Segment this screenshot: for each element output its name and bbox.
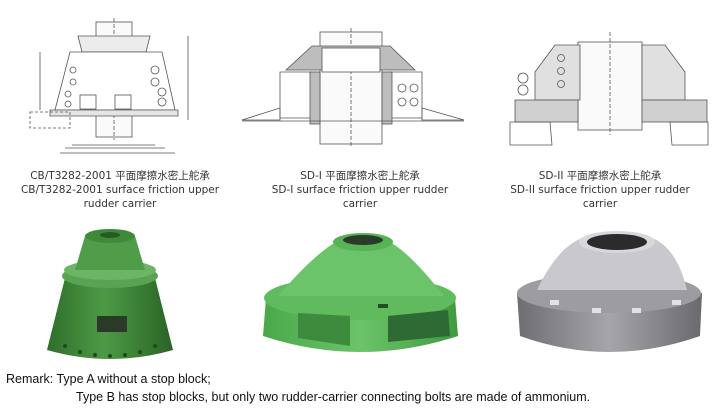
remark-note: Remark: Type A without a stop block; Typ… xyxy=(6,370,590,406)
caption-en: CB/T3282-2001 surface friction upper xyxy=(20,184,220,196)
photo-sd-i xyxy=(258,218,463,368)
technical-drawing-icon xyxy=(509,32,709,146)
caption-cb-t3282: CB/T3282-2001 平面摩擦水密上舵承 CB/T3282-2001 su… xyxy=(0,169,240,211)
caption-en: carrier xyxy=(342,198,378,210)
remark-line-1: Remark: Type A without a stop block; xyxy=(6,372,211,386)
rudder-carrier-photo-icon xyxy=(263,233,458,352)
caption-en: carrier xyxy=(582,198,618,210)
drawing-cb-t3282 xyxy=(0,0,240,160)
caption-en: SD-II surface friction upper rudder xyxy=(510,184,690,196)
rudder-carrier-photo-icon xyxy=(47,229,173,359)
caption-cn: SD-II 平面摩擦水密上舵承 xyxy=(538,170,662,182)
technical-drawing-icon xyxy=(241,28,465,148)
caption-sd-ii: SD-II 平面摩擦水密上舵承 SD-II surface friction u… xyxy=(480,169,719,211)
caption-sd-i: SD-I 平面摩擦水密上舵承 SD-I surface friction upp… xyxy=(240,169,480,211)
caption-en: rudder carrier xyxy=(83,198,157,210)
technical-drawing-icon xyxy=(29,18,189,154)
photo-cb-t3282 xyxy=(35,218,185,368)
caption-en: SD-I surface friction upper rudder xyxy=(271,184,449,196)
caption-cn: SD-I 平面摩擦水密上舵承 xyxy=(300,170,420,182)
drawing-sd-ii xyxy=(480,0,719,160)
remark-line-2: Type B has stop blocks, but only two rud… xyxy=(76,390,591,404)
drawing-sd-i xyxy=(240,0,480,160)
rudder-carrier-photo-icon xyxy=(517,231,702,352)
photo-sd-ii xyxy=(512,218,707,368)
caption-cn: CB/T3282-2001 平面摩擦水密上舵承 xyxy=(30,170,210,182)
